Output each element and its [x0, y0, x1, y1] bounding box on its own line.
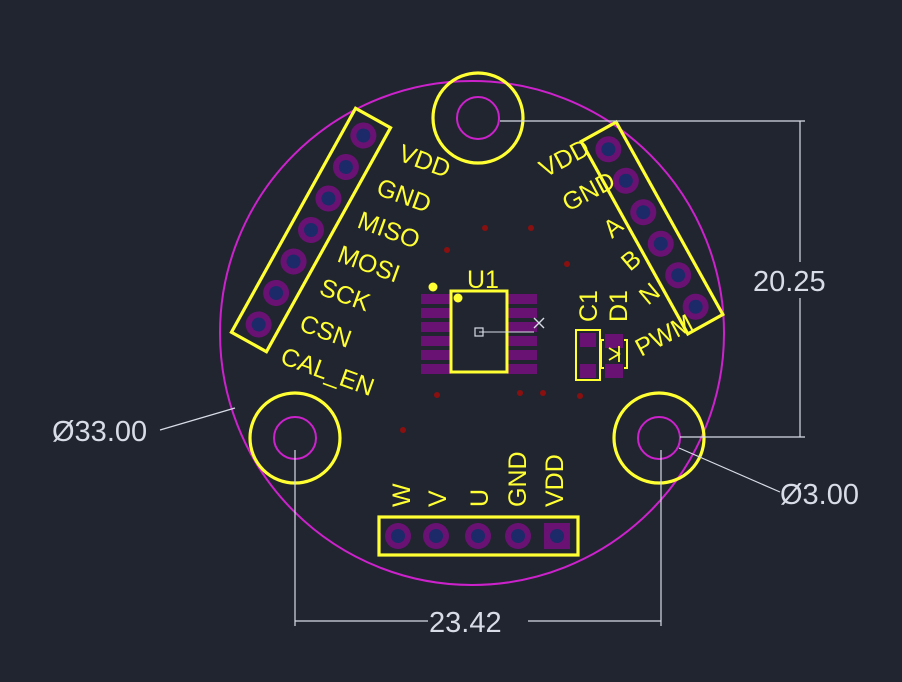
pin-label-gnd: GND — [504, 451, 532, 507]
u1-pin1-dot — [453, 293, 463, 303]
header-right — [579, 119, 725, 337]
via — [400, 427, 406, 433]
pin-label-gnd: GND — [373, 173, 435, 218]
header-left — [229, 106, 393, 354]
header-bottom-labels: W V U GND VDD — [388, 451, 569, 507]
header-bottom — [377, 515, 580, 557]
pin-label-v: V — [424, 490, 452, 507]
via — [564, 261, 570, 267]
header-left-pads — [245, 122, 377, 338]
dimension-board-diameter: Ø33.00 — [52, 407, 236, 448]
dimension-vertical-spacing: 20.25 — [500, 120, 826, 438]
header-right-labels: VDD GND A B N PWM — [535, 134, 698, 363]
header-right-pads — [595, 136, 709, 320]
d1-diode: D1 — [600, 290, 633, 378]
pin-label-csn: CSN — [296, 309, 355, 353]
dimension-hole-diameter: Ø3.00 — [678, 447, 859, 511]
mounting-hole-right — [612, 391, 706, 485]
c1-capacitor: C1 — [575, 290, 603, 381]
u1-pads-left — [421, 294, 451, 374]
via — [444, 247, 450, 253]
header-bottom-pads — [385, 523, 570, 549]
board-outline — [219, 80, 725, 586]
mounting-hole-top — [431, 71, 525, 165]
vias — [400, 225, 583, 433]
pin-label-u: U — [466, 489, 494, 507]
pin-label-vdd: VDD — [395, 139, 454, 183]
pin-label-vdd: VDD — [535, 134, 595, 184]
header-left-labels: VDD GND MISO MOSI SCK CSN CAL_EN — [277, 139, 454, 402]
via — [528, 225, 534, 231]
u1-cross-icon — [533, 317, 545, 329]
pin-label-gnd: GND — [558, 166, 620, 217]
d1-label: D1 — [605, 290, 633, 322]
dimension-vertical-spacing-text: 20.25 — [753, 266, 826, 298]
via — [577, 393, 583, 399]
via — [434, 392, 440, 398]
via — [540, 390, 546, 396]
pin-label-vdd: VDD — [541, 454, 569, 507]
u1-label: U1 — [467, 266, 499, 294]
pin-label-sck: SCK — [316, 273, 374, 317]
u1-origin-marker — [474, 327, 484, 337]
via — [482, 225, 488, 231]
pin-label-w: W — [388, 483, 416, 507]
u1-pads-right — [507, 294, 537, 374]
diode-icon — [608, 346, 621, 362]
dimension-horizontal-spacing-text: 23.42 — [429, 607, 502, 639]
u1-pin1-dot — [428, 282, 438, 292]
c1-label: C1 — [575, 290, 603, 322]
via — [517, 390, 523, 396]
pin-label-pwm: PWM — [631, 309, 698, 362]
dimension-hole-diameter-text: Ø3.00 — [780, 479, 859, 511]
u1-chip: U1 — [421, 266, 545, 374]
dimension-horizontal-spacing: 23.42 — [294, 450, 662, 639]
dimension-board-diameter-text: Ø33.00 — [52, 416, 147, 448]
